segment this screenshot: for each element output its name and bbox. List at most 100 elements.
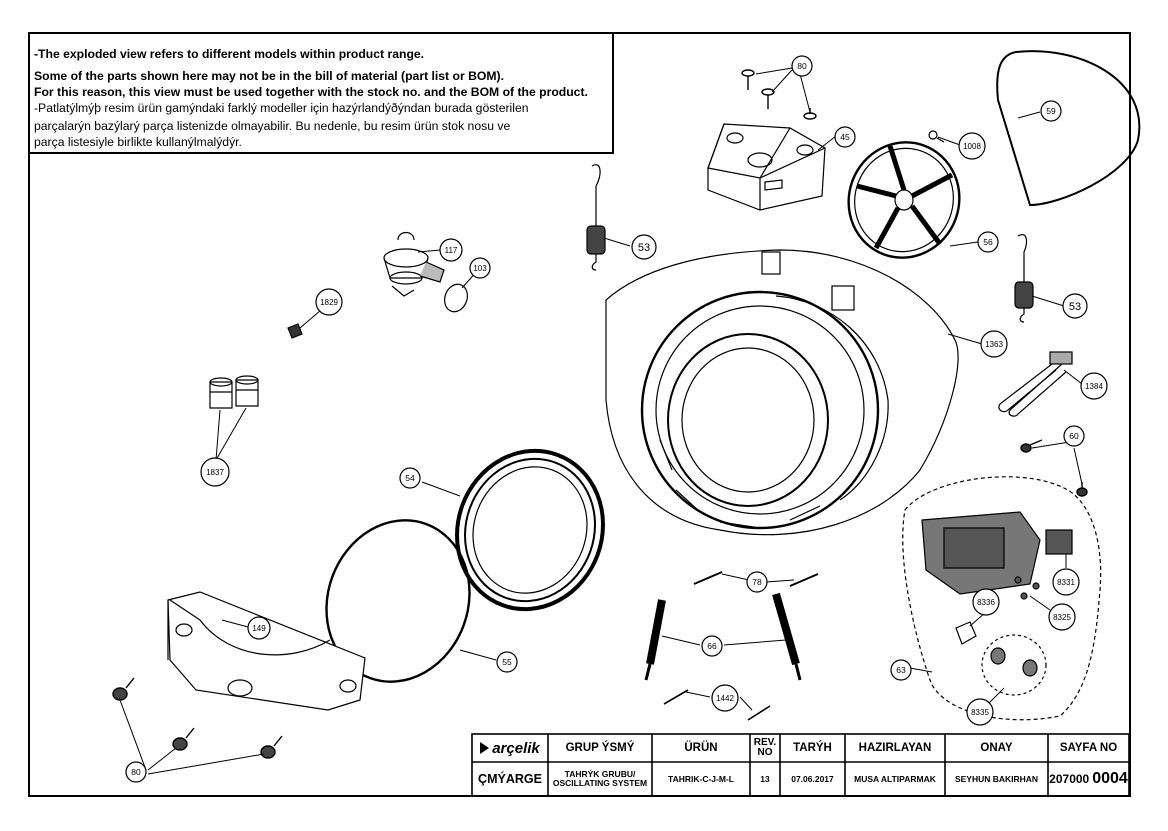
hazirlayan-value: MUSA ALTIPARMAK [854,773,936,784]
rev-value: 13 [760,773,770,784]
callout-8336-label: 8336 [977,598,995,607]
callout-1384: 1384 [1080,372,1108,400]
callout-66: 66 [701,635,723,657]
tarih-header: TARÝH [793,742,832,754]
brand-logo: arçelik [472,734,548,762]
grup-header: GRUP ÝSMÝ [565,742,635,754]
callout-1442: 1442 [711,684,739,712]
sayfa-code: 207000 [1049,772,1090,786]
brand-icon [480,742,490,754]
callout-1384-label: 1384 [1085,382,1103,391]
part-103-clip-ring [444,283,468,313]
callout-1442-label: 1442 [716,694,734,703]
sayfa-page: 0004 [1092,770,1128,787]
part-60-screws [1020,439,1088,497]
part-117-bellows-valve [383,231,445,297]
callout-53-left: 53 [631,234,657,260]
note-line-5: parçalarýn bazýlarý parça listenizde olm… [34,119,511,133]
hazirlayan-header: HAZIRLAYAN [858,742,932,754]
callout-8335: 8335 [966,698,994,726]
cmyarge-label: ÇMÝARGE [478,772,542,786]
callout-80-bottom: 80 [125,761,147,783]
note-line-4: -Patlatýlmýþ resim ürün gamýndaki farklý… [34,101,529,115]
note-line-6: parça listesiyle birlikte kullanýlmalýdý… [34,135,242,149]
callout-63-label: 63 [896,665,906,675]
part-8325-nuts [1014,576,1040,600]
part-80-screws-top [741,69,817,120]
part-55-seal-ring [325,519,471,683]
rev-header: REV. NO [753,737,777,758]
note-line-1: -The exploded view refers to different m… [34,47,425,61]
callout-8325-label: 8325 [1053,613,1071,622]
part-53-spring-right [1014,234,1034,323]
part-8336-clip [955,621,977,645]
part-78-pins [693,571,819,587]
brand-name: arçelik [492,739,540,757]
callout-8335-label: 8335 [971,708,989,717]
part-1008-screw [928,130,945,143]
callout-8331: 8331 [1052,568,1080,596]
callout-1008-label: 1008 [963,142,981,151]
callout-1829-label: 1829 [320,298,338,307]
part-1384-heater [998,351,1073,417]
callout-63: 63 [890,659,912,681]
title-block-grid [471,733,1130,797]
part-53-spring-left [586,164,606,271]
note-line-2: Some of the parts shown here may not be … [34,69,504,83]
part-8335-brushes [990,647,1038,677]
part-45-cover [707,123,826,211]
callout-117-label: 117 [445,246,458,255]
callout-54: 54 [399,467,421,489]
note-line-3: For this reason, this view must be used … [34,85,588,99]
callout-53-left-label: 53 [638,242,650,254]
callout-66-label: 66 [707,641,717,651]
callout-8331-label: 8331 [1057,578,1075,587]
callout-1829: 1829 [315,288,343,316]
callout-8325: 8325 [1048,603,1076,631]
part-8331-connector [1045,529,1073,555]
part-1363-tub [640,251,889,530]
callout-78: 78 [746,571,768,593]
callout-55-label: 55 [502,657,512,667]
callout-45-label: 45 [840,132,850,142]
callout-59: 59 [1040,100,1062,122]
part-63-outline [902,476,1102,721]
part-1829-plug [287,323,303,339]
callout-60: 60 [1063,425,1085,447]
callout-78-label: 78 [752,577,762,587]
callout-80-bottom-label: 80 [131,767,141,777]
part-66-dampers [644,592,802,681]
callout-149: 149 [247,616,271,640]
callout-55: 55 [496,651,518,673]
part-8335-outline [981,634,1047,696]
onay-value: SEYHUN BAKIRHAN [954,773,1039,784]
callout-1837-label: 1837 [206,468,224,477]
callout-117: 117 [439,238,463,262]
callout-53-right-label: 53 [1069,301,1081,313]
callout-59-label: 59 [1046,106,1056,116]
callout-54-label: 54 [405,473,415,483]
callout-45: 45 [834,126,856,148]
callout-8336: 8336 [972,588,1000,616]
part-1442-pins [663,689,771,721]
callout-1363-label: 1363 [985,340,1003,349]
callout-56: 56 [977,231,999,253]
callout-103-label: 103 [473,264,487,273]
callout-1008: 1008 [958,132,986,160]
sayfa-header: SAYFA NO [1059,742,1118,754]
callout-80-top: 80 [791,55,813,77]
part-80-bolts-bottom [112,677,283,759]
callout-80-top-label: 80 [797,61,807,71]
part-1363-outline [605,249,959,536]
callout-149-label: 149 [252,624,266,633]
notes-box: -The exploded view refers to different m… [30,34,614,154]
part-59-belt [996,50,1141,207]
title-block: arçelik GRUP ÝSMÝ ÜRÜN REV. NO TARÝH HAZ… [472,734,1129,796]
callout-60-label: 60 [1069,431,1079,441]
callout-1837: 1837 [200,457,230,487]
onay-header: ONAY [980,742,1013,754]
part-63-motor-block [921,511,1041,595]
callout-1363: 1363 [980,330,1008,358]
